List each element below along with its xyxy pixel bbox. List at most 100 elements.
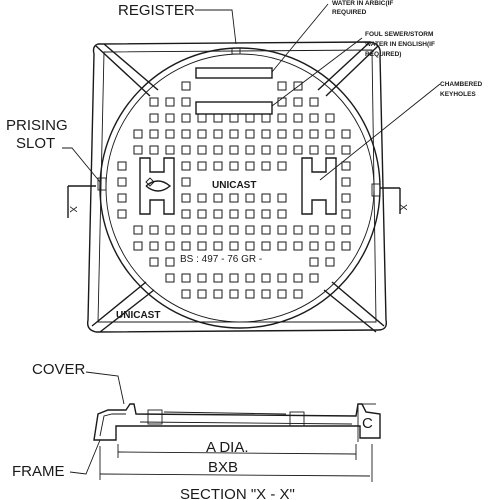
brand-cover-label: UNICAST: [212, 180, 256, 191]
stud: [197, 145, 207, 155]
stud: [341, 225, 351, 235]
stud: [181, 145, 191, 155]
stud: [341, 129, 351, 139]
prising-slot-right: [371, 183, 381, 197]
leader-cover: [85, 371, 125, 405]
keyholes-label-2: KEYHOLES: [440, 91, 476, 98]
stud: [309, 113, 319, 123]
frame-outline: [86, 41, 388, 333]
prising-label-2: SLOT: [16, 135, 55, 152]
stud: [277, 209, 287, 219]
frame-inner-outline: [97, 49, 377, 323]
stud: [261, 145, 271, 155]
keyhole-right: [301, 157, 337, 215]
stud: [309, 129, 319, 139]
stud: [293, 145, 303, 155]
stud: [117, 177, 127, 187]
dim-a-label: A DIA.: [206, 439, 249, 456]
stud: [229, 145, 239, 155]
english-note-label-2: WATER IN ENGLISH(IF: [365, 41, 435, 48]
stud: [293, 97, 303, 107]
stud: [261, 113, 271, 123]
stud: [277, 193, 287, 203]
stud: [197, 289, 207, 299]
register-mark: [231, 47, 241, 55]
stud: [133, 145, 143, 155]
english-text-panel: [195, 101, 273, 115]
register-label: REGISTER: [118, 2, 195, 19]
corner-rib-br2: [323, 289, 377, 333]
stud: [261, 273, 271, 283]
prising-slot-left: [97, 177, 107, 191]
keyhole-left-lobe: [145, 180, 172, 192]
keyholes-label-1: CHAMBERED: [440, 81, 483, 88]
stud: [165, 145, 175, 155]
stud: [261, 161, 271, 171]
stud: [197, 161, 207, 171]
stud: [293, 225, 303, 235]
x-left-label: X: [67, 206, 78, 213]
stud: [341, 241, 351, 251]
section-cover-underside: [139, 421, 353, 425]
stud: [261, 209, 271, 219]
stud: [213, 289, 223, 299]
stud: [213, 273, 223, 283]
keyhole-left: [139, 157, 175, 215]
stud: [197, 209, 207, 219]
stud: [117, 209, 127, 219]
dim-b-line: [99, 473, 371, 477]
stud: [165, 97, 175, 107]
stud: [341, 145, 351, 155]
stud: [325, 113, 335, 123]
stud: [165, 129, 175, 139]
stud: [229, 241, 239, 251]
stud: [341, 177, 351, 187]
stud: [277, 145, 287, 155]
stud: [197, 225, 207, 235]
stud: [277, 289, 287, 299]
corner-rib-tl: [95, 45, 151, 97]
stud: [181, 177, 191, 187]
leader-register: [195, 9, 237, 45]
plan-view: [62, 3, 441, 333]
stud: [181, 97, 191, 107]
stud: [245, 161, 255, 171]
stud: [149, 113, 159, 123]
stud: [181, 209, 191, 219]
stud: [277, 113, 287, 123]
stud: [165, 225, 175, 235]
stud: [293, 289, 303, 299]
section-view: [69, 371, 381, 482]
stud: [181, 113, 191, 123]
stud: [293, 81, 303, 91]
section-cover-top: [163, 411, 287, 415]
stud: [309, 241, 319, 251]
stud: [149, 129, 159, 139]
section-title: SECTION "X - X": [180, 486, 295, 500]
stud: [325, 257, 335, 267]
stud: [213, 193, 223, 203]
stud: [245, 225, 255, 235]
stud: [245, 145, 255, 155]
frame-label: FRAME: [12, 463, 65, 480]
corner-rib-tr: [325, 45, 379, 97]
stud: [229, 225, 239, 235]
stud: [261, 193, 271, 203]
stud: [309, 273, 319, 283]
stud: [213, 129, 223, 139]
stud: [149, 257, 159, 267]
stud: [309, 97, 319, 107]
corner-rib-bl: [91, 281, 147, 327]
stud: [181, 193, 191, 203]
stud: [165, 273, 175, 283]
stud: [181, 161, 191, 171]
stud: [229, 273, 239, 283]
stud: [277, 273, 287, 283]
stud: [293, 241, 303, 251]
leader-english: [271, 37, 363, 107]
stud: [165, 257, 175, 267]
corner-rib-tr2: [317, 41, 371, 91]
corner-rib-bl2: [99, 289, 155, 333]
english-note-label-1: FOUL SEWER/STORM: [365, 31, 433, 38]
stud: [229, 161, 239, 171]
